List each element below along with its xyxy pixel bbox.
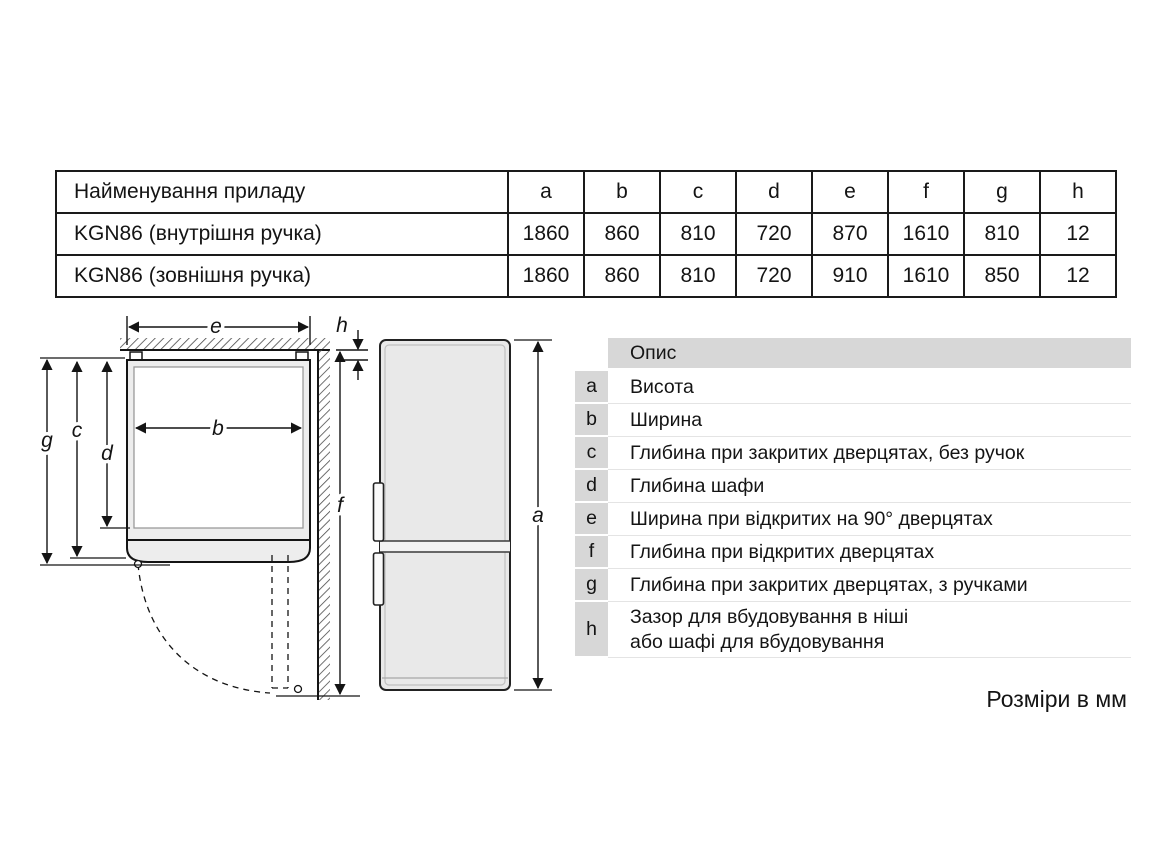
spec-cell: 870 [811, 212, 889, 256]
spec-cell: 1860 [507, 212, 585, 256]
units-note: Розміри в мм [986, 686, 1127, 712]
legend-label: Глибина шафи [608, 470, 1131, 504]
legend-table: Опис a Висота b Ширина c Глибина при зак… [575, 338, 1131, 659]
upper-door-handle [372, 482, 385, 542]
legend-label: Глибина при закритих дверцятах, з ручкам… [608, 569, 1131, 603]
wall-top [120, 338, 330, 351]
spec-cell: 860 [583, 254, 661, 298]
spec-header-h: h [1039, 170, 1117, 214]
spec-cell: 860 [583, 212, 661, 256]
spec-header-a: a [507, 170, 585, 214]
legend-label: Висота [608, 371, 1131, 405]
legend-row-b: b Ширина [575, 404, 1131, 438]
spec-cell: 720 [735, 254, 813, 298]
legend-key: d [575, 470, 608, 504]
spec-cell: 12 [1039, 254, 1117, 298]
legend-row-a: a Висота [575, 371, 1131, 405]
spec-header-row: Найменування приладу a b c d e f g h [55, 170, 1117, 214]
dimension-e: e [126, 312, 311, 345]
fridge-top-view [126, 351, 311, 563]
dimension-g: g [38, 357, 170, 566]
dim-label-h: h [336, 314, 348, 337]
dimension-c: c [68, 360, 126, 559]
front-view-diagram: a [372, 339, 552, 691]
spec-cell: 810 [659, 212, 737, 256]
dim-label-b: b [212, 417, 224, 440]
spec-cell: 810 [659, 254, 737, 298]
lower-door-handle [372, 552, 385, 606]
spec-header-b: b [583, 170, 661, 214]
spec-cell: 720 [735, 212, 813, 256]
spec-header-name: Найменування приладу [55, 170, 509, 214]
legend-title: Опис [608, 338, 1131, 369]
legend-row-g: g Глибина при закритих дверцятах, з ручк… [575, 569, 1131, 603]
legend-row-f: f Глибина при відкритих дверцятах [575, 536, 1131, 570]
dim-label-g: g [41, 429, 53, 452]
wall-side [317, 350, 330, 700]
legend-row-c: c Глибина при закритих дверцятах, без ру… [575, 437, 1131, 471]
legend-label: Глибина при відкритих дверцятах [608, 536, 1131, 570]
fridge-front-view [372, 339, 511, 691]
spec-header-g: g [963, 170, 1041, 214]
spec-cell: 1860 [507, 254, 585, 298]
spec-header-d: d [735, 170, 813, 214]
legend-label: Зазор для вбудовування в ніші або шафі д… [608, 602, 1131, 659]
legend-key: f [575, 536, 608, 570]
legend-label: Ширина [608, 404, 1131, 438]
spec-row-outer-handle: KGN86 (зовнішня ручка) 1860 860 810 720 … [55, 254, 1117, 298]
spec-header-c: c [659, 170, 737, 214]
spec-cell: 1610 [887, 212, 965, 256]
legend-label: Ширина при відкритих на 90° дверцятах [608, 503, 1131, 537]
legend-label: Глибина при закритих дверцятах, без ручо… [608, 437, 1131, 471]
dimension-h: h [333, 311, 368, 380]
legend-header: Опис [575, 338, 1131, 369]
legend-header-spacer [575, 338, 608, 368]
spec-cell: 850 [963, 254, 1041, 298]
dimension-a: a [514, 339, 552, 691]
spec-cell-model: KGN86 (внутрішня ручка) [55, 212, 509, 256]
spec-cell: 810 [963, 212, 1041, 256]
spec-cell-model: KGN86 (зовнішня ручка) [55, 254, 509, 298]
spec-cell: 12 [1039, 212, 1117, 256]
dim-label-d: d [101, 442, 114, 465]
spec-cell: 910 [811, 254, 889, 298]
dim-label-e: e [210, 315, 222, 338]
dim-label-c: c [72, 419, 83, 442]
legend-row-h: h Зазор для вбудовування в ніші або шафі… [575, 602, 1131, 659]
legend-key: e [575, 503, 608, 537]
door-swing-arc [133, 555, 303, 694]
spec-cell: 1610 [887, 254, 965, 298]
legend-row-d: d Глибина шафи [575, 470, 1131, 504]
spec-row-inner-handle: KGN86 (внутрішня ручка) 1860 860 810 720… [55, 212, 1117, 256]
dim-label-a: a [532, 504, 544, 527]
legend-key: g [575, 569, 608, 603]
dimension-d: d [98, 360, 130, 529]
legend-key: h [575, 602, 608, 659]
legend-key: b [575, 404, 608, 438]
top-view-diagram: e h g c d [38, 311, 368, 700]
legend-key: c [575, 437, 608, 471]
spec-header-e: e [811, 170, 889, 214]
legend-key: a [575, 371, 608, 405]
spec-header-f: f [887, 170, 965, 214]
dim-label-f: f [337, 494, 345, 517]
dimension-b: b [134, 414, 303, 444]
legend-row-e: e Ширина при відкритих на 90° дверцятах [575, 503, 1131, 537]
spec-table: Найменування приладу a b c d e f g h KGN… [55, 170, 1117, 298]
